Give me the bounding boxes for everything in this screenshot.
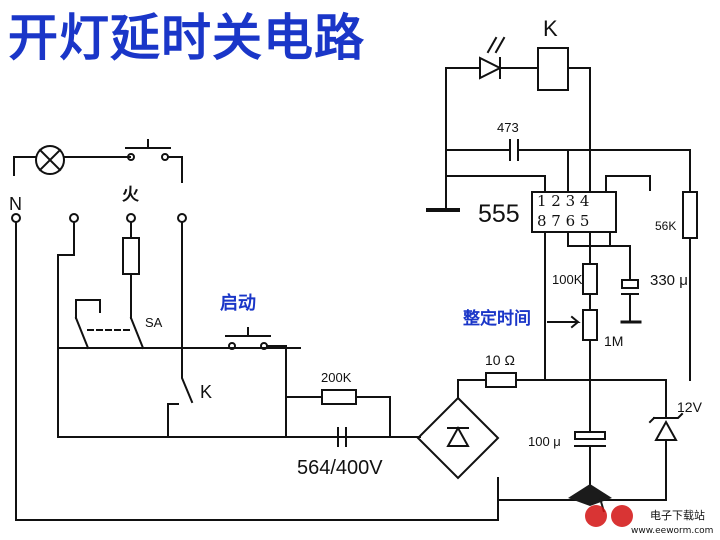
terminal-fire <box>126 213 136 223</box>
ic-pins-top-label: 1 2 3 4 <box>537 192 590 210</box>
ic-555-icon <box>531 191 617 233</box>
potentiometer-icon <box>582 309 598 341</box>
terminal-c <box>177 213 187 223</box>
zener-diode-icon <box>648 412 684 441</box>
lamp-icon <box>35 145 65 175</box>
capacitor-330-label: 330 μ <box>650 272 688 289</box>
terminal-n <box>11 213 21 223</box>
resistor-10-label: 10 Ω <box>485 352 515 368</box>
fuse-icon <box>122 237 140 275</box>
resistor-200k-icon <box>321 389 357 405</box>
cap-330-icon <box>621 279 639 289</box>
capacitor-100-label: 100 μ <box>528 434 561 449</box>
ic-pins-bottom-label: 8 7 6 5 <box>537 212 590 230</box>
neutral-label: N <box>9 194 22 214</box>
page-title: 开灯延时关电路 <box>8 9 365 67</box>
potentiometer-1m-label: 1M <box>604 333 624 349</box>
ic-555-label: 555 <box>478 200 520 228</box>
watermark-logo-icon <box>568 484 633 527</box>
start-button-icon <box>225 327 271 350</box>
resistor-10-icon <box>485 372 517 388</box>
capacitor-473-label: 473 <box>497 120 519 135</box>
resistor-100k-icon <box>582 263 598 295</box>
top-push-button-icon <box>125 139 171 161</box>
relay-coil-icon <box>537 47 569 91</box>
watermark-url: www.eeworm.com <box>631 526 714 536</box>
resistor-200k-label: 200K <box>321 370 352 385</box>
resistor-56k-label: 56K <box>655 219 677 233</box>
fire-label: 火 <box>122 185 139 205</box>
contact-k-label: K <box>200 382 213 402</box>
zener-12v-label: 12V <box>677 399 702 415</box>
watermark-brand: 电子下载站 <box>650 509 705 522</box>
terminal-a <box>69 213 79 223</box>
start-label: 启动 <box>220 293 256 314</box>
bridge-rectifier-icon <box>416 396 500 480</box>
timing-adjust-label: 整定时间 <box>463 309 531 329</box>
led-icon <box>479 36 506 80</box>
resistor-56k-icon <box>682 191 698 239</box>
resistor-100k-label: 100K <box>552 272 583 287</box>
relay-label: K <box>543 16 558 41</box>
capacitor-564-label: 564/400V <box>297 457 383 479</box>
switch-sa-label: SA <box>145 315 163 330</box>
